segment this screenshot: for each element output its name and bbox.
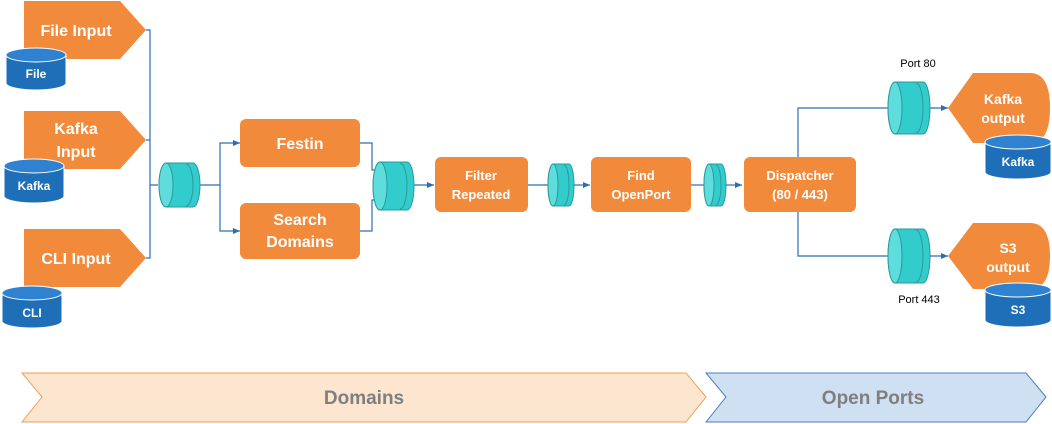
connector-festin-queue2 <box>360 142 378 171</box>
database-s3-output: S3 <box>984 282 1052 328</box>
database-cli: CLI <box>1 285 63 329</box>
input-kafka: Kafka Input <box>24 111 146 169</box>
connector-cli-input <box>146 185 151 259</box>
process-find-label-1: Find <box>627 168 654 183</box>
process-dispatcher-label-1: Dispatcher <box>766 168 833 183</box>
connectors <box>146 29 948 259</box>
input-kafka-label-1: Kafka <box>54 121 98 138</box>
connector-queue1-search <box>219 185 240 234</box>
database-kafka-output-label: Kafka <box>1002 155 1035 169</box>
queue-1 <box>158 162 201 208</box>
output-s3: S3 output <box>948 223 1050 289</box>
band-open-ports: Open Ports <box>704 372 1047 423</box>
process-search-domains-label-2: Domains <box>266 234 334 251</box>
database-file: File <box>5 47 67 91</box>
process-dispatcher-label-2: (80 / 443) <box>772 187 828 202</box>
queue-2 <box>372 161 415 211</box>
output-kafka-label-1: Kafka <box>984 91 1022 107</box>
band-open-ports-label: Open Ports <box>822 388 924 409</box>
port-443-label: Port 443 <box>898 294 940 306</box>
queue-3 <box>547 163 575 207</box>
database-kafka: Kafka <box>3 158 65 204</box>
connector-dispatcher-s3 <box>797 212 888 257</box>
process-filter-repeated: Filter Repeated <box>435 157 528 212</box>
queue-4 <box>703 163 727 207</box>
connector-dispatcher-kafka <box>797 107 888 157</box>
output-kafka-label-2: output <box>981 110 1025 126</box>
output-s3-label-2: output <box>986 259 1030 275</box>
input-cli-label: CLI Input <box>41 251 111 268</box>
database-file-label: File <box>26 67 47 81</box>
process-find-openport: Find OpenPort <box>591 157 691 212</box>
input-file-label: File Input <box>40 23 112 40</box>
process-search-domains-label-1: Search <box>273 212 326 229</box>
input-kafka-label-2: Input <box>56 144 96 161</box>
process-festin: Festin <box>240 119 360 167</box>
port-80-label: Port 80 <box>900 58 935 70</box>
process-festin-label: Festin <box>276 136 323 153</box>
process-dispatcher: Dispatcher (80 / 443) <box>744 157 856 212</box>
process-search-domains: Search Domains <box>240 203 360 259</box>
input-file: File Input <box>24 1 146 59</box>
queue-kafka-output <box>887 81 931 135</box>
input-cli: CLI Input <box>24 229 146 287</box>
output-s3-label-1: S3 <box>999 240 1016 256</box>
database-kafka-label: Kafka <box>18 179 51 193</box>
database-kafka-output: Kafka <box>984 134 1052 180</box>
process-filter-label-2: Repeated <box>452 187 511 202</box>
process-filter-label-1: Filter <box>465 168 497 183</box>
database-s3-output-label: S3 <box>1011 303 1026 317</box>
band-domains: Domains <box>20 372 707 423</box>
band-domains-label: Domains <box>324 388 404 409</box>
queue-s3-output <box>887 228 931 284</box>
connector-file-input <box>146 29 158 186</box>
process-find-label-2: OpenPort <box>611 187 671 202</box>
connector-queue1-split <box>200 140 240 186</box>
output-kafka: Kafka output <box>948 73 1050 143</box>
database-cli-label: CLI <box>22 306 41 320</box>
